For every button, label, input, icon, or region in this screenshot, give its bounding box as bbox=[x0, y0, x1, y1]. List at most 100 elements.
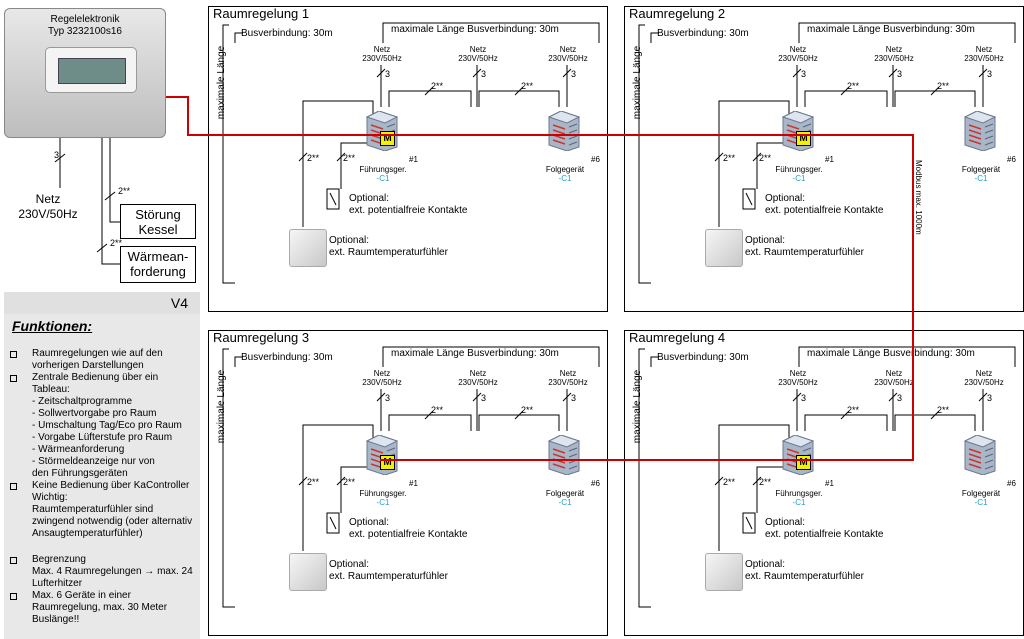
count-2-c: 2** bbox=[307, 153, 320, 163]
leader-c1: -C1 bbox=[376, 174, 390, 183]
lcd-screen bbox=[58, 58, 126, 84]
functions-item: Tableau: bbox=[32, 384, 70, 395]
room-sensor-icon bbox=[289, 553, 327, 591]
functions-item: - Umschaltung Tag/Eco pro Raum bbox=[32, 420, 182, 431]
wire bbox=[894, 90, 976, 107]
optional-sensor-label: Optional: ext. Raumtemperaturfühler bbox=[745, 559, 864, 582]
functions-item: vorherigen Darstellungen bbox=[32, 360, 144, 371]
wire bbox=[472, 68, 482, 78]
wire bbox=[888, 68, 898, 78]
netz-label-1: Netz 230V/50Hz bbox=[362, 369, 402, 387]
functions-item: Raumregelungen wie auf den bbox=[8, 348, 202, 360]
max-bus-label: maximale Länge Busverbindung: 30m bbox=[807, 348, 975, 359]
follower-c1: -C1 bbox=[558, 498, 572, 507]
wire bbox=[234, 32, 243, 43]
functions-spacer bbox=[8, 540, 202, 554]
netz-label-2: Netz 230V/50Hz bbox=[874, 45, 914, 63]
follower-number: #6 bbox=[591, 479, 600, 488]
wire bbox=[930, 86, 940, 96]
follower-number: #6 bbox=[1007, 479, 1016, 488]
wire bbox=[804, 414, 888, 431]
netz-label-3: Netz 230V/50Hz bbox=[964, 45, 1004, 63]
bus-label: Busverbindung: 30m bbox=[241, 352, 333, 363]
count-2-b: 2** bbox=[521, 405, 534, 415]
max-bus-label: maximale Länge Busverbindung: 30m bbox=[807, 24, 975, 35]
wire bbox=[424, 86, 434, 96]
wire bbox=[478, 90, 560, 107]
max-bus-label: maximale Länge Busverbindung: 30m bbox=[391, 348, 559, 359]
max-length-label: maximale Länge bbox=[216, 369, 228, 444]
bus-label: Busverbindung: 30m bbox=[657, 352, 749, 363]
functions-item: Raumregelung, max. 30 Meter bbox=[32, 602, 168, 613]
optional-contacts-label: Optional: ext. potentialfreie Kontakte bbox=[349, 517, 468, 540]
wire bbox=[978, 68, 988, 78]
output-demand-count: 2** bbox=[110, 238, 123, 248]
functions-item: Keine Bedienung über KaController bbox=[8, 480, 202, 492]
wire bbox=[745, 516, 753, 530]
count-2-a: 2** bbox=[431, 405, 444, 415]
follower-c1: -C1 bbox=[974, 498, 988, 507]
netz-label-2: Netz 230V/50Hz bbox=[458, 45, 498, 63]
wire bbox=[336, 476, 346, 486]
room-sensor-icon bbox=[705, 553, 743, 591]
controller-enclosure: Regelelektronik Typ 3232100s16 bbox=[4, 8, 166, 138]
max-bus-label: maximale Länge Busverbindung: 30m bbox=[391, 24, 559, 35]
count-3-a: 3 bbox=[801, 69, 807, 79]
netz-label-1: Netz 230V/50Hz bbox=[362, 45, 402, 63]
wire bbox=[562, 68, 572, 78]
follower-c1: -C1 bbox=[558, 174, 572, 183]
bus-label: Busverbindung: 30m bbox=[241, 28, 333, 39]
follower-label: Folgegerät bbox=[961, 489, 1001, 498]
leader-c1: -C1 bbox=[792, 174, 806, 183]
wire bbox=[478, 414, 560, 431]
wire bbox=[752, 476, 762, 486]
controller-power-label: Netz 230V/50Hz bbox=[18, 192, 78, 221]
wire bbox=[714, 476, 724, 486]
follower-heater-icon bbox=[963, 434, 997, 476]
wire bbox=[298, 476, 308, 486]
functions-item: Buslänge!! bbox=[32, 614, 80, 625]
count-3-b: 3 bbox=[897, 393, 903, 403]
count-3-c: 3 bbox=[987, 393, 993, 403]
follower-heater-icon bbox=[547, 434, 581, 476]
count-2-c: 2** bbox=[307, 477, 320, 487]
follower-c1: -C1 bbox=[974, 174, 988, 183]
follower-heater-icon bbox=[963, 110, 997, 152]
functions-item: Begrenzung bbox=[8, 554, 202, 566]
wire bbox=[329, 516, 337, 530]
room-sensor-icon bbox=[289, 229, 327, 267]
functions-item: - Störmeldeanzeige nur von bbox=[32, 456, 155, 467]
functions-item: Zentrale Bedienung über ein bbox=[8, 372, 202, 384]
netz-label-3: Netz 230V/50Hz bbox=[964, 369, 1004, 387]
version-box: V4 bbox=[4, 292, 200, 314]
count-2-d: 2** bbox=[759, 477, 772, 487]
count-2-a: 2** bbox=[847, 81, 860, 91]
wire bbox=[804, 90, 888, 107]
leader-number: #1 bbox=[409, 155, 418, 164]
wire bbox=[514, 86, 524, 96]
follower-label: Folgegerät bbox=[545, 489, 585, 498]
count-3-a: 3 bbox=[801, 393, 807, 403]
netz-label-1: Netz 230V/50Hz bbox=[778, 369, 818, 387]
netz-label-2: Netz 230V/50Hz bbox=[874, 369, 914, 387]
functions-heading: Funktionen: bbox=[12, 318, 93, 334]
count-3-b: 3 bbox=[897, 69, 903, 79]
leader-label: Führungsger. bbox=[775, 489, 823, 498]
controller-title-line1: Regelelektronik bbox=[50, 14, 120, 25]
count-3-c: 3 bbox=[571, 69, 577, 79]
netz-label-3: Netz 230V/50Hz bbox=[548, 45, 588, 63]
count-2-d: 2** bbox=[759, 153, 772, 163]
leader-number: #1 bbox=[825, 155, 834, 164]
follower-heater-icon bbox=[547, 110, 581, 152]
count-2-b: 2** bbox=[937, 405, 950, 415]
functions-item: Ansaugtemperaturfühler) bbox=[32, 528, 143, 539]
optional-contacts-label: Optional: ext. potentialfreie Kontakte bbox=[765, 517, 884, 540]
optional-sensor-label: Optional: ext. Raumtemperaturfühler bbox=[329, 235, 448, 258]
count-2-b: 2** bbox=[937, 81, 950, 91]
netz-label-1: Netz 230V/50Hz bbox=[778, 45, 818, 63]
max-length-label: maximale Länge bbox=[632, 45, 644, 120]
output-heat-demand: Wärmean- forderung bbox=[120, 246, 196, 283]
leader-label: Führungsger. bbox=[775, 165, 823, 174]
